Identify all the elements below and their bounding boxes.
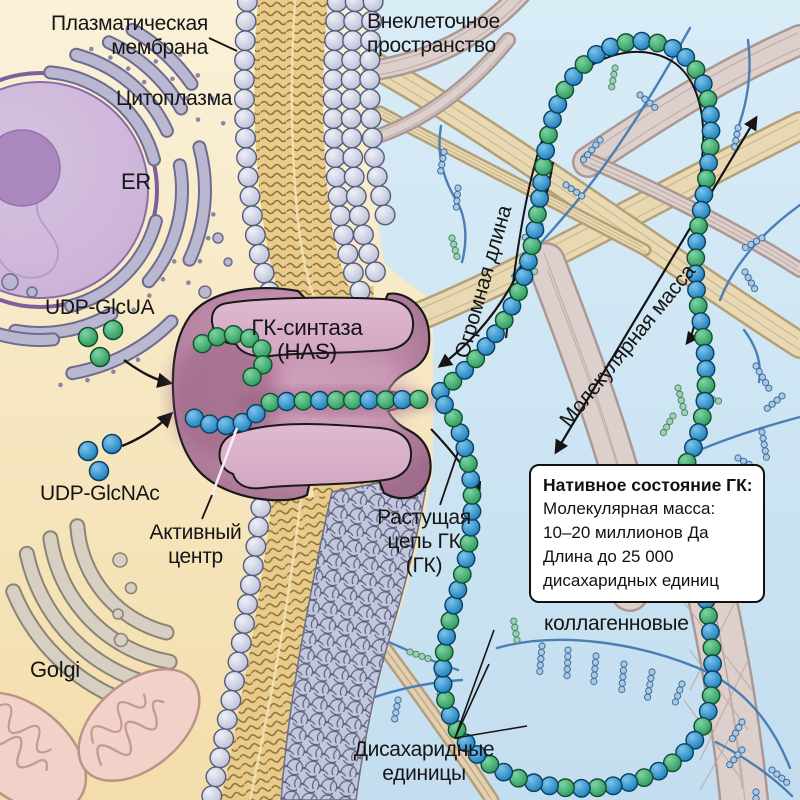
info-box-title: Нативное состояние ГК: [543, 475, 753, 495]
disaccharide-units-label: Дисахаридные единицы [353, 738, 495, 785]
plasma-membrane [201, 0, 429, 800]
cytoplasm-label: Цитоплазма [116, 87, 233, 110]
collagen-label: коллагенновые [544, 612, 689, 635]
golgi-apparatus [5, 518, 178, 708]
golgi-label: Golgi [30, 657, 80, 682]
has-synthase-label: ГК-синтаза (HAS) [251, 315, 363, 364]
udp-glcua-dots [77, 319, 124, 368]
info-box-line: Длина до 25 000 [543, 547, 674, 566]
er-label: ER [121, 169, 151, 194]
info-box-line: Молекулярная масса: [543, 499, 716, 518]
active-center-label: Активный центр [149, 521, 242, 568]
growing-chain-label: Растущая цепь ГК (ГК) [377, 506, 471, 577]
udp-glcnac-label: UDP-GlcNAc [40, 482, 160, 505]
native-state-info-box: Нативное состояние ГК: Молекулярная масс… [529, 464, 765, 603]
mitochondria [0, 667, 201, 800]
info-box-line: 10–20 миллионов Да [543, 523, 709, 542]
ha-chain [184, 31, 722, 798]
udp-glcua-label: UDP-GlcUA [45, 296, 155, 319]
extracellular-space-label: Внеклеточное пространство [367, 10, 500, 57]
er [0, 22, 233, 388]
info-box-line: дисахаридных единиц [543, 571, 719, 590]
mitochondrion [77, 667, 201, 783]
pointer-lines [201, 37, 528, 739]
plasma-membrane-label: Плазматическая мембрана [50, 12, 208, 59]
udp-glcnac-dots [77, 433, 123, 482]
